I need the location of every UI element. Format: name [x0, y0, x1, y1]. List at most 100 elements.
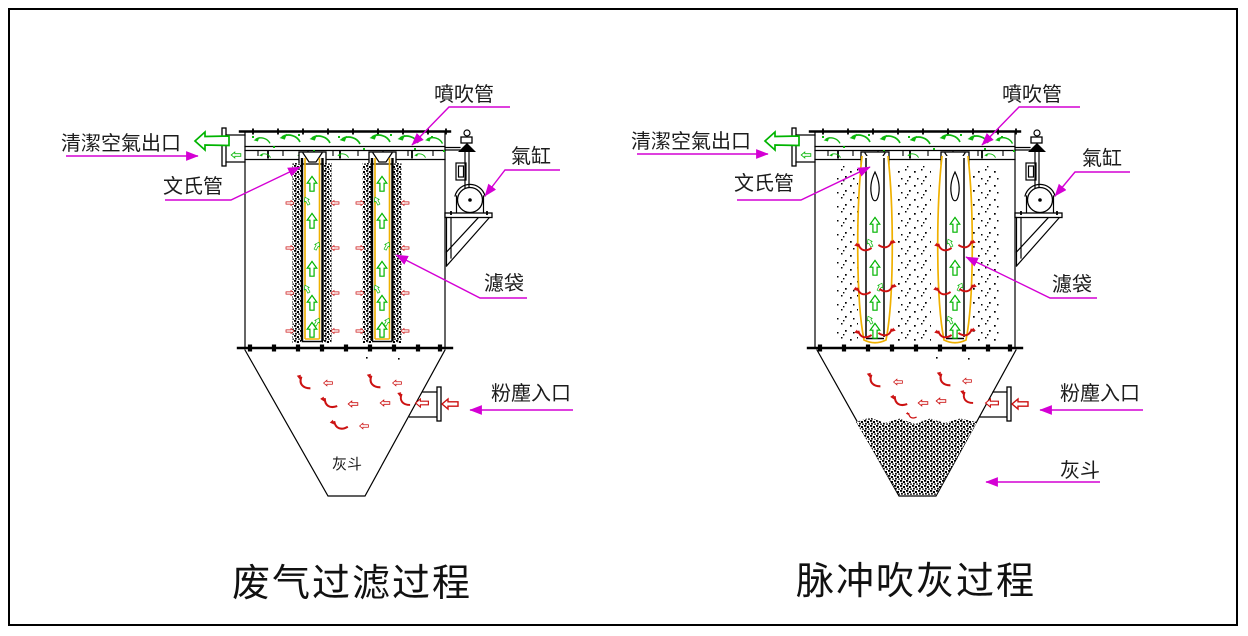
plenum-airflow-arrows: [230, 132, 445, 159]
filter-bag: [285, 151, 340, 343]
housing-walls: [244, 131, 446, 349]
solenoid-box: [1025, 162, 1037, 181]
outlet-flange: [221, 127, 227, 167]
inlet-flange: [436, 386, 442, 422]
filter-bag: [851, 151, 899, 344]
diagram-title: 脉冲吹灰过程: [796, 559, 1036, 603]
bag-fabric: [370, 158, 394, 341]
callout-dust-inlet: 粉塵入口: [1039, 381, 1143, 415]
valve-cone: [458, 143, 476, 152]
ash-hopper-text: 灰斗: [332, 455, 362, 473]
callout-venturi: 文氏管: [734, 166, 871, 201]
shelf-bolts: [1020, 211, 1058, 215]
down-pipe: [1034, 151, 1040, 191]
bag-cage: [304, 158, 321, 340]
valve-body: [1030, 136, 1043, 144]
air-tank-hub: [1038, 198, 1042, 202]
valve-head: [463, 129, 471, 137]
tank-saddles: [455, 195, 485, 214]
green-specks: [252, 134, 445, 152]
callout-air-cylinder: 氣缸: [1054, 146, 1130, 197]
valve-body: [460, 136, 473, 144]
venturi-throat: [372, 152, 393, 163]
green-specks: [822, 134, 1015, 152]
callout-blow-pipe: 噴吹管: [411, 82, 510, 146]
shelf: [444, 212, 493, 219]
flange-bolts: [247, 344, 443, 352]
dust-cake-right: [392, 163, 402, 343]
callout-blow-pipe: 噴吹管: [981, 82, 1080, 146]
leader-line: [1054, 171, 1130, 197]
callout-text: 文氏管: [734, 171, 794, 195]
bag-cage: [374, 158, 391, 340]
dust-inlet-pipe: [978, 386, 1029, 422]
blow-pipe-nozzles: [257, 151, 434, 156]
tank-strap: [1024, 183, 1056, 197]
tank-saddles: [1025, 195, 1055, 214]
dust-cake-left: [292, 163, 302, 343]
dust-inlet-pipe: [408, 386, 459, 422]
diagram-title: 废气过滤过程: [232, 561, 472, 605]
housing-walls: [814, 131, 1016, 349]
leader-line: [484, 169, 560, 197]
callout-filter-bag: 濾袋: [395, 254, 527, 299]
leader-line: [165, 166, 301, 201]
callout-ash-hopper: 灰斗: [985, 458, 1100, 487]
blow-pipe: [244, 145, 461, 152]
hopper-dust-arrows: [295, 372, 412, 435]
dust-cake-right: [322, 163, 332, 343]
callout-venturi: 文氏管: [163, 166, 301, 201]
collected-dust-pile: [856, 417, 977, 495]
callout-text: 灰斗: [1060, 458, 1100, 482]
outlet-flange: [791, 127, 797, 167]
top-cover-bolts: [252, 128, 447, 135]
bracket-braces: [445, 217, 490, 267]
hopper: 灰斗: [244, 349, 446, 497]
leader-line: [395, 254, 527, 299]
hopper: [816, 349, 1017, 497]
filter-bag: [355, 151, 410, 343]
callout-text: 粉塵入口: [491, 381, 571, 405]
callout-clean-air-outlet: 清潔空氣出口: [61, 131, 199, 161]
shelf: [1014, 212, 1063, 219]
solenoid-box: [455, 162, 467, 181]
inlet-pipe: [408, 391, 438, 418]
callout-text: 文氏管: [163, 174, 223, 198]
callout-text: 噴吹管: [434, 82, 494, 106]
hopper-dust-arrows: [865, 370, 975, 422]
leader-line: [965, 256, 1097, 299]
shelf-bolts: [450, 211, 488, 215]
callout-clean-air-outlet: 清潔空氣出口: [631, 129, 769, 159]
leader-line: [981, 106, 1080, 146]
falling-dust: [897, 166, 931, 343]
valve-cone: [1028, 143, 1046, 152]
callout-air-cylinder: 氣缸: [484, 144, 560, 197]
down-pipe: [464, 151, 470, 191]
solenoid-inner: [457, 165, 465, 178]
callout-text: 清潔空氣出口: [631, 129, 751, 153]
left-baghouse-unit: 灰斗 噴吹管 清潔空氣出口 文氏管: [61, 82, 573, 605]
clean-air-plenum: [194, 127, 461, 349]
callout-text: 氣缸: [511, 144, 551, 168]
dust-cake-left: [362, 163, 372, 343]
pulse-air-cylinder-assembly: [444, 129, 493, 267]
bag-fabric: [300, 158, 324, 341]
callout-text: 清潔空氣出口: [61, 131, 181, 155]
leader-line: [737, 166, 871, 201]
falling-dust: [836, 166, 858, 343]
callout-text: 氣缸: [1082, 146, 1122, 170]
venturi-throat: [302, 152, 323, 163]
blow-pipe: [814, 145, 1031, 152]
tank-strap: [454, 183, 486, 197]
filter-bag: [931, 151, 979, 344]
leader-line: [411, 106, 510, 146]
outlet-duct: [795, 134, 816, 163]
pulse-air-cylinder-assembly: [1014, 129, 1063, 267]
right-baghouse-unit: 噴吹管 清潔空氣出口 文氏管 氣缸 濾袋 粉塵入口: [631, 82, 1143, 603]
flange-bolts: [817, 344, 1013, 352]
bracket-braces: [1015, 217, 1060, 267]
top-cover-bolts: [822, 128, 1017, 135]
solenoid-inner: [1027, 165, 1035, 178]
bracket-vertical: [445, 216, 452, 267]
